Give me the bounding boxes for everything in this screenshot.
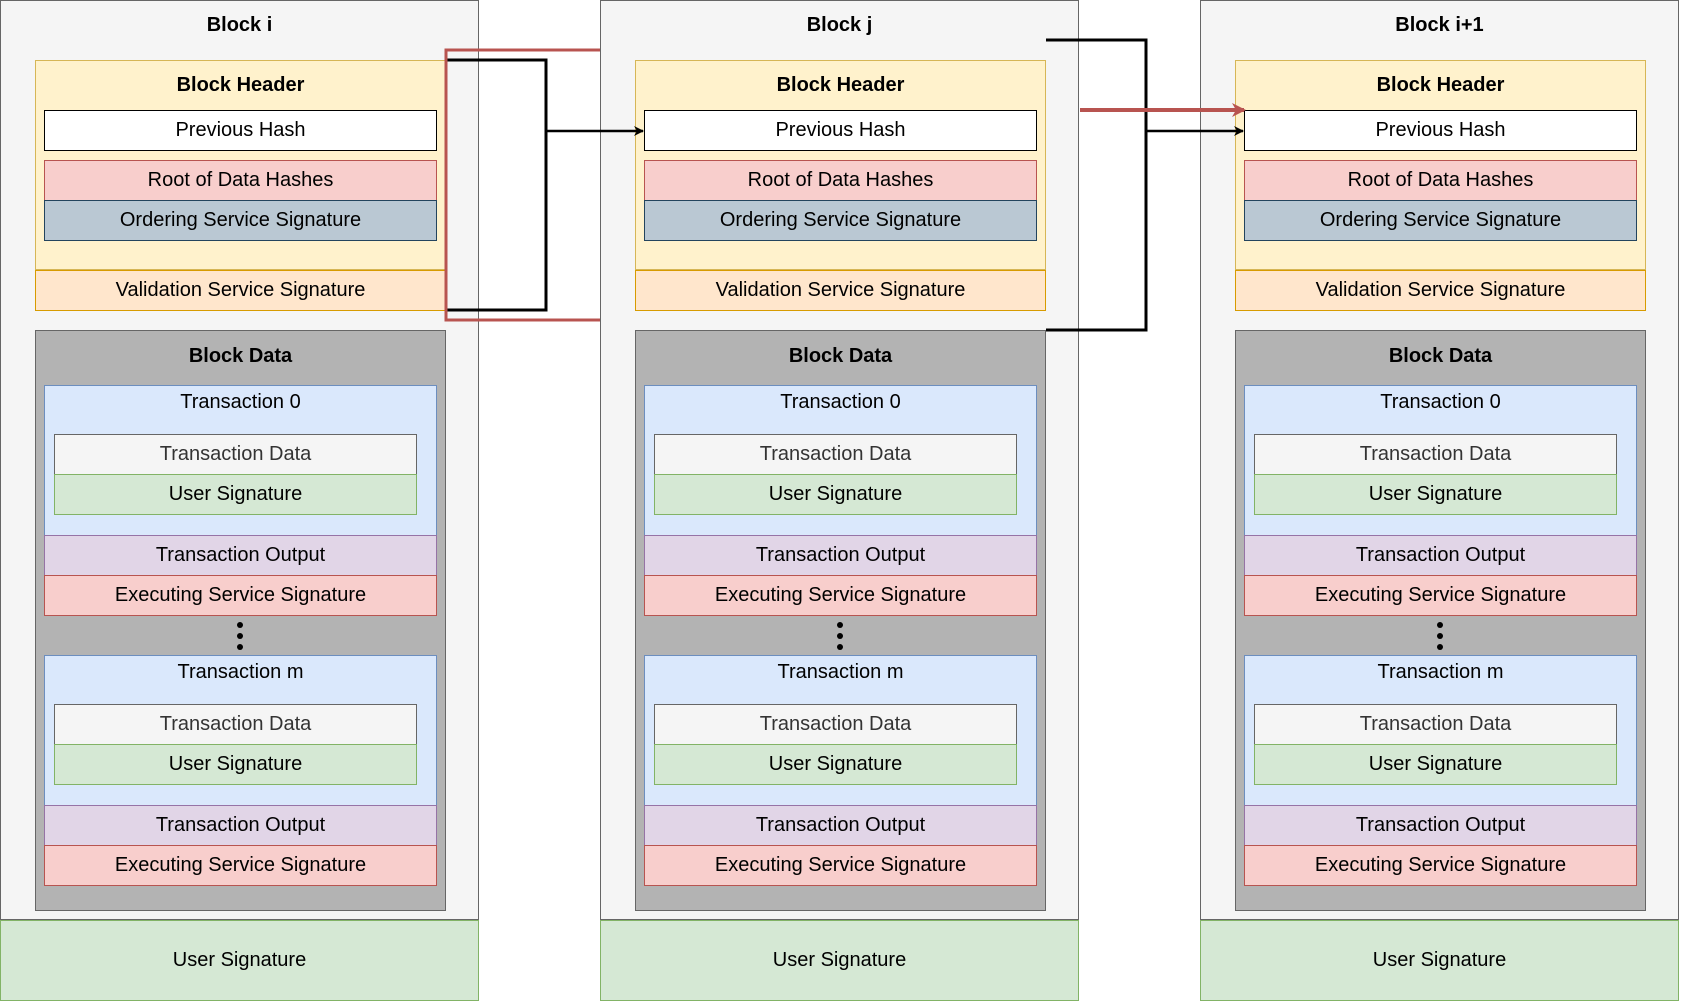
transaction-title: Transaction 0 (180, 391, 301, 413)
transaction-title: Transaction m (1377, 661, 1504, 683)
root-of-data-hashes: Root of Data Hashes (1244, 160, 1637, 201)
transaction-title: Transaction m (777, 661, 904, 683)
executing-service-signature: Executing Service Signature (1244, 845, 1637, 886)
block-header-title: Block Header (776, 74, 905, 96)
root-of-data-hashes: Root of Data Hashes (644, 160, 1037, 201)
user-signature: User Signature (1254, 744, 1617, 785)
validation-service-signature: Validation Service Signature (635, 270, 1046, 311)
block-i-plus-1: Block i+1 Block Header Previous Hash Roo… (1200, 0, 1679, 1001)
block-i: Block i Block Header Previous Hash Root … (0, 0, 479, 1001)
block-user-signature: User Signature (0, 920, 479, 1001)
executing-service-signature: Executing Service Signature (644, 845, 1037, 886)
transaction-data: Transaction Data (54, 704, 417, 745)
user-signature: User Signature (54, 474, 417, 515)
ordering-service-signature: Ordering Service Signature (644, 200, 1037, 241)
transaction-title: Transaction m (177, 661, 304, 683)
block-user-signature: User Signature (1200, 920, 1679, 1001)
previous-hash: Previous Hash (44, 110, 437, 151)
transaction-title: Transaction 0 (1380, 391, 1501, 413)
transaction-data: Transaction Data (54, 434, 417, 475)
ordering-service-signature: Ordering Service Signature (1244, 200, 1637, 241)
transaction-output: Transaction Output (1244, 805, 1637, 846)
ordering-service-signature: Ordering Service Signature (44, 200, 437, 241)
transaction-output: Transaction Output (644, 805, 1037, 846)
executing-service-signature: Executing Service Signature (1244, 575, 1637, 616)
user-signature: User Signature (654, 744, 1017, 785)
transaction-output: Transaction Output (44, 535, 437, 576)
vertical-ellipsis-icon (237, 622, 243, 650)
transaction-data: Transaction Data (654, 704, 1017, 745)
executing-service-signature: Executing Service Signature (644, 575, 1037, 616)
vertical-ellipsis-icon (837, 622, 843, 650)
vertical-ellipsis-icon (1437, 622, 1443, 650)
block-data-title: Block Data (188, 345, 293, 367)
block-data-title: Block Data (1388, 345, 1493, 367)
block-j: Block j Block Header Previous Hash Root … (600, 0, 1079, 1001)
block-header-title: Block Header (1376, 74, 1505, 96)
transaction-output: Transaction Output (1244, 535, 1637, 576)
block-data-title: Block Data (788, 345, 893, 367)
transaction-output: Transaction Output (644, 535, 1037, 576)
block-title: Block i+1 (1395, 14, 1484, 36)
previous-hash: Previous Hash (1244, 110, 1637, 151)
user-signature: User Signature (654, 474, 1017, 515)
validation-service-signature: Validation Service Signature (1235, 270, 1646, 311)
executing-service-signature: Executing Service Signature (44, 575, 437, 616)
user-signature: User Signature (1254, 474, 1617, 515)
transaction-data: Transaction Data (654, 434, 1017, 475)
transaction-title: Transaction 0 (780, 391, 901, 413)
transaction-data: Transaction Data (1254, 704, 1617, 745)
validation-service-signature: Validation Service Signature (35, 270, 446, 311)
transaction-output: Transaction Output (44, 805, 437, 846)
previous-hash: Previous Hash (644, 110, 1037, 151)
block-user-signature: User Signature (600, 920, 1079, 1001)
block-header-title: Block Header (176, 74, 305, 96)
block-title: Block j (806, 14, 873, 36)
executing-service-signature: Executing Service Signature (44, 845, 437, 886)
transaction-data: Transaction Data (1254, 434, 1617, 475)
root-of-data-hashes: Root of Data Hashes (44, 160, 437, 201)
block-title: Block i (206, 14, 273, 36)
user-signature: User Signature (54, 744, 417, 785)
